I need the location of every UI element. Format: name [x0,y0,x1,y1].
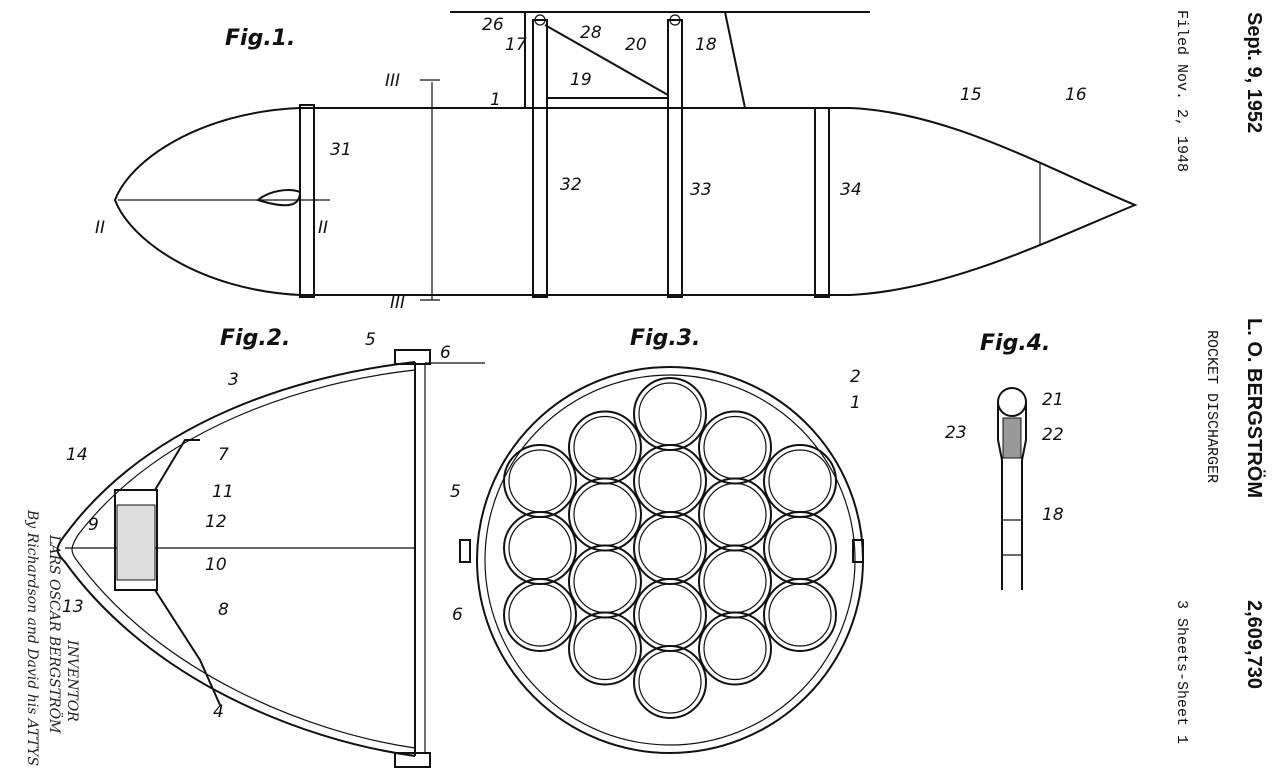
fig4-title: Fig.4. [980,331,1050,356]
label: 33 [690,180,712,200]
label: 21 [1042,390,1064,410]
label: 1 [490,90,501,110]
rocket-tube [508,449,572,513]
rocket-tube [638,650,702,714]
label: 11 [212,482,234,502]
label: 4 [213,702,224,722]
sheet-count: 3 Sheets-Sheet 1 [1173,600,1190,745]
label: 22 [1042,425,1064,445]
patent-date: Sept. 9, 1952 [1243,12,1265,134]
rocket-tube [503,444,577,518]
label: 23 [945,423,967,443]
rocket-tube [503,511,577,585]
fig3-title: Fig.3. [630,326,700,351]
label: 34 [840,180,862,200]
rocket-tube [698,477,772,552]
label: 28 [580,23,602,43]
rocket-tube [568,477,642,552]
label: 5 [450,482,461,502]
rocket-tubes [503,377,837,719]
label: 1 [850,393,861,413]
attorney-signature: By Richardson and David his ATTYS [24,509,40,766]
rocket-tube [638,516,702,580]
rocket-tube [573,415,637,480]
fig3-labels: Fig.3. 2 1 5 6 [450,326,861,625]
rocket-tube [638,382,702,446]
label: 15 [960,85,982,105]
rocket-tube [763,444,837,518]
fig3-cross-section: Fig.3. 2 1 5 6 [450,326,864,754]
label: 13 [62,597,84,617]
filed-date: Filed Nov. 2, 1948 [1173,10,1190,173]
label: 12 [205,512,227,532]
rocket-tube [763,578,837,652]
label: III [385,71,400,91]
label: 19 [570,70,592,90]
label: 3 [228,370,239,390]
rocket-tube [638,583,702,647]
fig2-labels: Fig.2. 5 6 3 14 7 11 9 12 10 13 8 4 [62,326,451,722]
rocket-tube [698,544,772,619]
label: 8 [218,600,229,620]
rocket-tube [633,444,707,518]
rocket-tube [633,511,707,585]
signature-block: INVENTOR LARS OSCAR BERGSTRÖM By Richard… [24,509,80,766]
rocket-tube [503,578,577,652]
inventor-label: INVENTOR [64,639,80,722]
rocket-tube [768,516,832,580]
fig2-title: Fig.2. [220,326,290,351]
rocket-tube [508,583,572,647]
rocket-tube [768,449,832,513]
label: 14 [66,445,88,465]
label: 17 [505,35,527,55]
label: 2 [850,367,861,387]
rocket-tube [573,549,637,614]
rocket-tube [638,449,702,513]
rocket-tube [698,410,772,485]
label: 16 [1065,85,1087,105]
rocket-tube [703,415,767,480]
label: 7 [218,445,229,465]
rocket-tube [568,410,642,485]
patent-number: 2,609,730 [1243,600,1265,689]
label: 26 [482,15,504,35]
fig4-detail: Fig.4. 21 23 22 18 [945,331,1064,590]
rocket-tube [703,549,767,614]
rocket-tube [763,511,837,585]
inventor-name: LARS OSCAR BERGSTRÖM [46,534,64,734]
label: III [390,293,405,313]
patent-title: ROCKET DISCHARGER [1203,330,1220,484]
rocket-tube [768,583,832,647]
rocket-tube [703,482,767,547]
fig4-labels: Fig.4. 21 23 22 18 [945,331,1064,525]
fig1-labels: Fig.1. 26 28 17 20 18 19 1 15 16 31 32 3… [95,15,1087,313]
rocket-tube [573,616,637,681]
rocket-tube [568,611,642,686]
label: 6 [440,343,451,363]
rocket-tube [568,544,642,619]
rocket-tube [698,611,772,686]
label: 5 [365,330,376,350]
rocket-tube [633,377,707,451]
rocket-tube [633,645,707,719]
label: 6 [452,605,463,625]
label: 10 [205,555,227,575]
fig2-nose-section: Fig.2. 5 6 3 14 7 11 9 12 10 13 8 4 [56,326,485,768]
label: 9 [88,515,99,535]
label: 18 [1042,505,1064,525]
label: 20 [625,35,647,55]
inventor-name-header: L. O. BERGSTRÖM [1243,318,1265,498]
rocket-tube [508,516,572,580]
rocket-tube [633,578,707,652]
fig1-rocket-side-view: Fig.1. 26 28 17 20 18 19 1 15 16 31 32 3… [95,11,1138,313]
fig1-title: Fig.1. [225,26,295,51]
label: 18 [695,35,717,55]
rocket-tube [573,482,637,547]
label: 31 [330,140,352,160]
label: II [318,218,328,238]
label: II [95,218,105,238]
label: 32 [560,175,582,195]
rocket-tube [703,616,767,681]
